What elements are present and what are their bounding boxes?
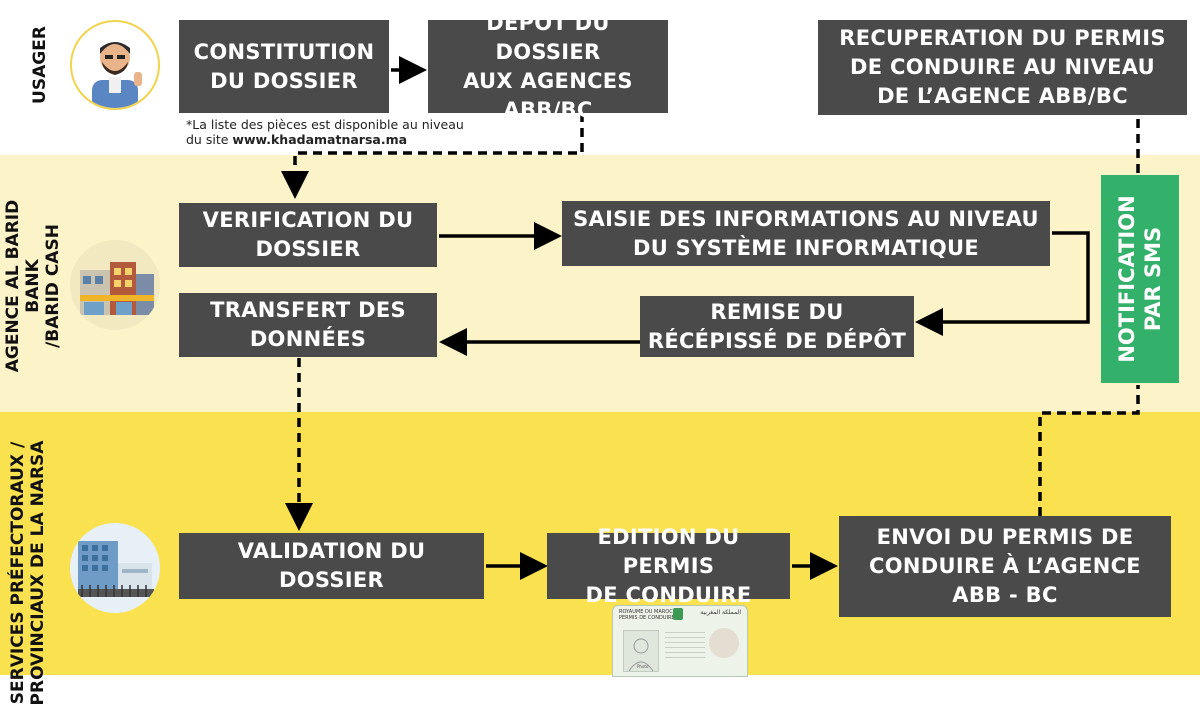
arrow-saisie-remise — [915, 231, 1090, 336]
license-lines — [665, 628, 705, 658]
step-recuperation: RECUPERATION DU PERMIS DE CONDUIRE AU NI… — [818, 20, 1187, 115]
license-header-right: المملكة المغربية — [700, 609, 741, 616]
step-envoi: ENVOI DU PERMIS DE CONDUIRE À L’AGENCE A… — [839, 516, 1171, 617]
step-transfert: TRANSFERT DES DONNÉES — [179, 293, 437, 357]
license-flag-icon — [673, 608, 683, 620]
flow-connectors — [281, 56, 1140, 580]
step-remise: REMISE DU RÉCÉPISSÉ DE DÉPÔT — [640, 296, 914, 357]
license-emblem-icon — [709, 628, 739, 658]
step-edition: EDITION DU PERMIS DE CONDUIRE — [547, 525, 790, 607]
sms-notification-label: NOTIFICATION PAR SMS — [1115, 195, 1165, 363]
government-building-icon — [70, 523, 160, 613]
license-header-left-2: PERMIS DE CONDUIRE — [619, 615, 675, 621]
user-avatar — [70, 20, 160, 110]
lane-agence — [0, 155, 1200, 412]
note-line-1: *La liste des pièces est disponible au n… — [186, 117, 464, 132]
driving-license-card: ROYAUME DU MAROC PERMIS DE CONDUIRE المم… — [612, 605, 748, 677]
step-validation: VALIDATION DU DOSSIER — [179, 533, 484, 599]
arrow-depot-verification — [281, 113, 584, 199]
documents-note: *La liste des pièces est disponible au n… — [186, 117, 464, 147]
arrow-envoi-sms — [1038, 385, 1140, 516]
step-verification: VERIFICATION DU DOSSIER — [179, 203, 437, 267]
step-saisie: SAISIE DES INFORMATIONS AU NIVEAU DU SYS… — [562, 201, 1050, 266]
person-silhouette-icon — [628, 638, 654, 672]
license-photo-label: Photo — [637, 664, 649, 669]
note-line-2-prefix: du site — [186, 132, 233, 147]
note-site-link[interactable]: www.khadamatnarsa.ma — [232, 132, 408, 147]
step-depot: DÉPÔT DU DOSSIER AUX AGENCES ABB/BC — [428, 11, 668, 122]
license-header-left: ROYAUME DU MAROC — [619, 609, 673, 615]
agency-building-icon — [70, 240, 160, 330]
license-photo — [623, 630, 659, 672]
step-constitution: CONSTITUTION DU DOSSIER — [179, 20, 389, 113]
sms-notification-box — [1101, 175, 1179, 383]
